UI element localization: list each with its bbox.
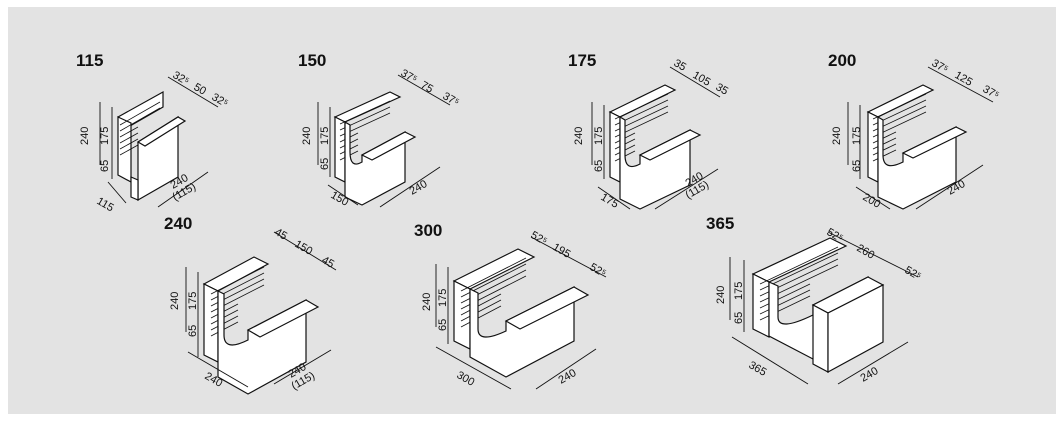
height-label: 240 xyxy=(421,293,433,311)
top-label: 45 xyxy=(273,226,290,243)
top-label: 125 xyxy=(953,69,975,89)
height-label: 65 xyxy=(851,160,863,172)
top-label: 260 xyxy=(855,242,877,262)
block-title: 300 xyxy=(414,221,443,240)
block-drawing: 240 175 65 45 150 45 240 240 (115) xyxy=(169,226,337,395)
block-title: 150 xyxy=(298,51,327,70)
height-label: 65 xyxy=(437,319,449,331)
u-block-240: 240 240 175 65 45 150 45 240 240 xyxy=(156,212,356,407)
top-label: 37⁵ xyxy=(399,67,420,86)
height-label: 240 xyxy=(79,127,91,145)
height-label: 65 xyxy=(319,158,331,170)
top-label: 52⁵ xyxy=(588,261,609,280)
top-label: 35 xyxy=(714,81,731,98)
height-label: 65 xyxy=(187,325,199,337)
top-label: 52⁵ xyxy=(903,264,924,283)
height-label: 175 xyxy=(733,282,745,300)
bottom-right-label: 240 xyxy=(557,367,579,387)
top-label: 32⁵ xyxy=(171,69,192,88)
u-block-300: 300 240 175 65 52⁵ 195 52⁵ 300 240 xyxy=(406,219,636,409)
block-drawing: 240 175 65 37⁵ 75 37⁵ 150 240 xyxy=(301,67,462,209)
height-label: 240 xyxy=(715,286,727,304)
height-label: 175 xyxy=(851,127,863,145)
bottom-right-label: 240 xyxy=(408,178,430,198)
top-label: 37⁵ xyxy=(441,90,462,109)
bottom-left-label: 300 xyxy=(455,369,477,389)
height-label: 240 xyxy=(831,127,843,145)
bottom-right-label: 240 xyxy=(859,365,881,385)
height-label: 175 xyxy=(593,127,605,145)
bottom-left-label: 115 xyxy=(95,195,116,214)
height-label: 240 xyxy=(573,127,585,145)
u-block-200: 200 240 175 65 37⁵ 125 37⁵ 200 240 xyxy=(818,47,1018,217)
height-label: 175 xyxy=(187,292,199,310)
top-label: 37⁵ xyxy=(981,83,1002,102)
height-label: 175 xyxy=(437,289,449,307)
height-label: 65 xyxy=(733,312,745,324)
height-label: 65 xyxy=(99,160,111,172)
bottom-left-label: 175 xyxy=(599,191,621,211)
block-title: 175 xyxy=(568,51,597,70)
block-title: 200 xyxy=(828,51,857,70)
top-label: 37⁵ xyxy=(930,57,951,76)
block-title: 365 xyxy=(706,214,735,233)
u-block-150: 150 240 175 65 37⁵ 75 37⁵ 150 240 xyxy=(290,47,470,217)
block-drawing: 240 175 65 35 105 35 175 240 (115) xyxy=(573,57,731,211)
u-block-365: 365 240 175 65 52⁵ 260 52⁵ xyxy=(698,212,958,402)
block-drawing: 240 175 65 52⁵ 195 52⁵ 300 240 xyxy=(421,229,609,390)
block-drawing: 240 175 65 52⁵ 260 52⁵ 365 240 xyxy=(715,226,924,385)
u-block-115: 115 240 175 65 32⁵ 50 xyxy=(68,47,238,217)
bottom-left-label: 365 xyxy=(747,359,769,379)
u-block-175: 175 240 175 65 35 105 35 175 240 xyxy=(560,47,740,217)
top-label: 32⁵ xyxy=(210,91,231,110)
top-label: 105 xyxy=(691,69,713,89)
height-label: 240 xyxy=(169,292,181,310)
top-label: 45 xyxy=(320,254,337,271)
height-label: 175 xyxy=(99,127,111,145)
diagram-panel: 115 240 175 65 32⁵ 50 xyxy=(8,7,1056,414)
height-label: 240 xyxy=(301,127,313,145)
top-label: 75 xyxy=(419,79,436,96)
block-drawing: 240 175 65 32⁵ 50 32⁵ 115 240 (115) xyxy=(79,69,231,214)
block-title: 115 xyxy=(76,51,104,70)
top-label: 50 xyxy=(192,81,209,98)
block-title: 240 xyxy=(164,214,193,233)
block-drawing: 240 175 65 37⁵ 125 37⁵ 200 240 xyxy=(831,57,1002,211)
height-label: 65 xyxy=(593,160,605,172)
top-label: 195 xyxy=(551,241,573,261)
height-label: 175 xyxy=(319,127,331,145)
top-label: 35 xyxy=(672,57,689,74)
